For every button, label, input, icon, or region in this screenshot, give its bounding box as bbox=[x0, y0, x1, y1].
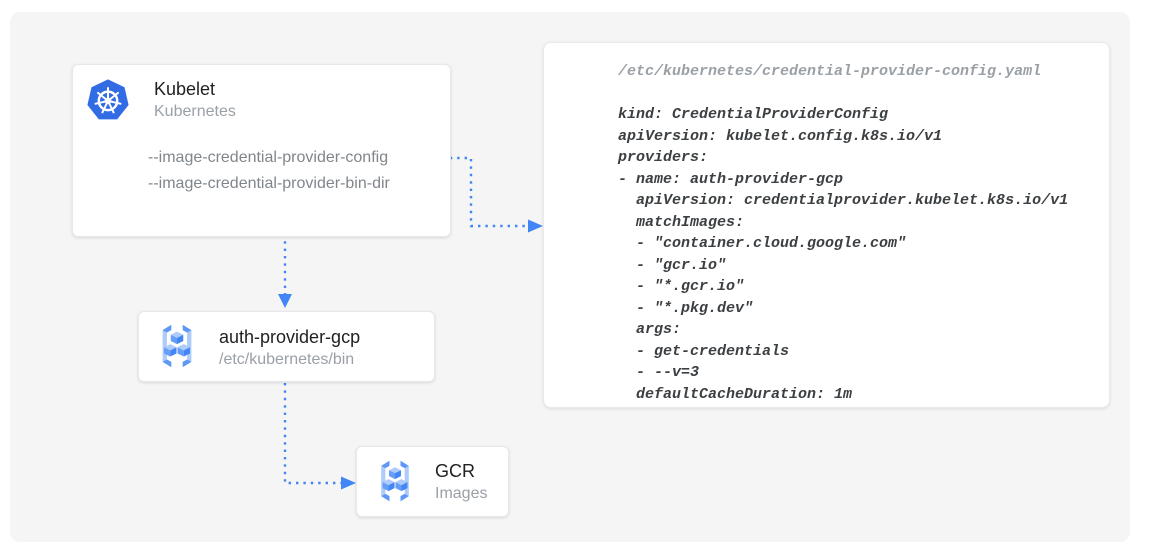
code-line: providers: bbox=[618, 149, 709, 166]
gcr-title: GCR bbox=[435, 461, 475, 481]
code-line: apiVersion: credentialprovider.kubelet.k… bbox=[618, 192, 1069, 209]
yaml-filename: /etc/kubernetes/credential-provider-conf… bbox=[618, 63, 1042, 80]
code-line: - "container.cloud.google.com" bbox=[618, 235, 907, 252]
code-line: apiVersion: kubelet.config.k8s.io/v1 bbox=[618, 127, 943, 145]
code-line: defaultCacheDuration: 1m bbox=[618, 385, 853, 403]
kubelet-flags: --image-credential-provider-config --ima… bbox=[148, 145, 390, 197]
code-line: - --v=3 bbox=[618, 364, 700, 381]
container-registry-icon bbox=[372, 458, 418, 504]
kubelet-title: Kubelet bbox=[154, 79, 216, 99]
code-line: - get-credentials bbox=[618, 342, 790, 360]
code-line: args: bbox=[618, 321, 682, 338]
container-registry-icon bbox=[153, 322, 201, 370]
code-line: - name: auth-provider-gcp bbox=[618, 170, 844, 188]
yaml-config-panel: /etc/kubernetes/credential-provider-conf… bbox=[543, 42, 1110, 408]
flag-image-credential-provider-config: --image-credential-provider-config bbox=[148, 149, 389, 166]
auth-provider-gcp-path: /etc/kubernetes/bin bbox=[219, 351, 355, 368]
code-line: - "*.gcr.io" bbox=[618, 278, 745, 295]
gcr-subtitle: Images bbox=[435, 485, 488, 502]
auth-provider-gcp-node: auth-provider-gcp /etc/kubernetes/bin bbox=[138, 311, 435, 382]
code-line: kind: CredentialProviderConfig bbox=[618, 106, 889, 123]
flag-image-credential-provider-bin-dir: --image-credential-provider-bin-dir bbox=[148, 175, 390, 192]
auth-provider-gcp-title: auth-provider-gcp bbox=[219, 327, 361, 347]
kubernetes-helm-icon bbox=[86, 78, 130, 122]
code-line: matchImages: bbox=[618, 213, 745, 231]
gcr-node: GCR Images bbox=[356, 446, 509, 517]
kubelet-node: Kubelet Kubernetes --image-credential-pr… bbox=[72, 64, 451, 237]
code-line: - "*.pkg.dev" bbox=[618, 299, 754, 317]
kubelet-subtitle: Kubernetes bbox=[154, 103, 236, 120]
code-line: - "gcr.io" bbox=[618, 256, 727, 274]
code-spacer bbox=[618, 83, 1109, 105]
